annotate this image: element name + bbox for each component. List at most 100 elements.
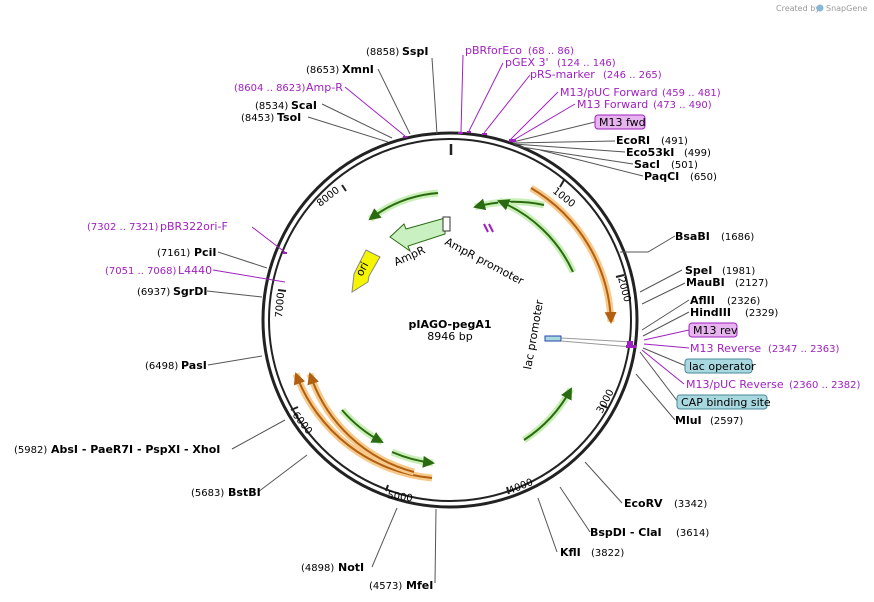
scai-pos: (8534) <box>255 101 288 112</box>
lac-promoter-label: lac promoter <box>521 298 546 370</box>
leader-lines <box>206 54 690 584</box>
hindiii-pos: (2329) <box>745 308 778 319</box>
xmni-name: XmnI <box>342 63 374 76</box>
pbr322ori-f-pos: (7302 .. 7321) <box>87 222 159 233</box>
m13-forward-label[interactable]: M13 Forward (473 .. 490) <box>577 98 712 111</box>
xmni-label[interactable]: (8653) XmnI <box>306 63 374 76</box>
noti-label[interactable]: (4898) NotI <box>301 561 364 574</box>
primer-marks <box>283 131 516 254</box>
tsoi-pos: (8453) <box>241 113 274 124</box>
ecori-pos: (491) <box>661 136 688 147</box>
lac-operator-label[interactable]: lac operator <box>684 358 756 374</box>
ori-feature <box>351 249 381 293</box>
spei-name: SpeI <box>685 264 712 277</box>
tick-label-5000: 5000 <box>387 490 414 504</box>
bspdi-clai-label[interactable]: BspDI - ClaI (3614) <box>590 526 709 539</box>
m13-fwd-label[interactable]: M13 fwd <box>594 114 646 130</box>
saci-label[interactable]: SacI (501) <box>634 158 698 171</box>
mlui-label[interactable]: MluI (2597) <box>675 414 743 427</box>
m13-puc-reverse-pos: (2360 .. 2382) <box>789 380 861 391</box>
ampr-label: AmpR <box>392 243 428 268</box>
tsoi-label[interactable]: (8453) TsoI <box>241 111 301 124</box>
backbone <box>261 131 639 509</box>
tick-label-8000: 8000 <box>315 185 342 209</box>
mfei-label[interactable]: (4573) MfeI <box>369 579 433 592</box>
kfli-label[interactable]: KflI (3822) <box>560 546 624 559</box>
sspi-name: SspI <box>402 45 428 58</box>
cap-binding-site-label[interactable]: CAP binding site <box>676 394 771 410</box>
sgrdi-label[interactable]: (6937) SgrDI <box>137 285 207 298</box>
pasi-label[interactable]: (6498) PasI <box>145 359 207 372</box>
aflii-name: AflII <box>690 294 715 307</box>
pgex3-pos: (124 .. 146) <box>557 58 616 69</box>
spei-label[interactable]: SpeI (1981) <box>685 264 755 277</box>
bsabi-label[interactable]: BsaBI (1686) <box>675 230 754 243</box>
bstbi-label[interactable]: (5683) BstBI <box>191 486 261 499</box>
cap-binding-site-name: CAP binding site <box>681 396 771 409</box>
paqci-pos: (650) <box>690 172 717 183</box>
maubi-pos: (2127) <box>735 278 768 289</box>
l4440-name: L4440 <box>178 264 212 277</box>
m13-reverse-pos: (2347 .. 2363) <box>768 344 840 355</box>
scai-name: ScaI <box>291 99 317 112</box>
l4440-pos: (7051 .. 7068) <box>105 266 177 277</box>
amp-r-pos: (8604 .. 8623) <box>234 83 306 94</box>
ori-label: ori <box>353 260 371 279</box>
aflii-label[interactable]: AflII (2326) <box>690 294 760 307</box>
plasmid-name: pIAGO-pegA1 <box>408 318 491 331</box>
lac-region-marks <box>483 223 636 348</box>
maubi-label[interactable]: MauBI (2127) <box>686 276 768 289</box>
tick-label-2000: 2000 <box>615 276 632 303</box>
kfli-pos: (3822) <box>591 548 624 559</box>
m13-puc-reverse-label[interactable]: M13/pUC Reverse (2360 .. 2382) <box>686 378 861 391</box>
m13-puc-forward-pos: (459 .. 481) <box>662 88 721 99</box>
ecori-label[interactable]: EcoRI (491) <box>616 134 688 147</box>
noti-pos: (4898) <box>301 563 334 574</box>
tick-marks <box>277 179 625 495</box>
bspdi-clai-name: BspDI - ClaI <box>590 526 662 539</box>
bstbi-pos: (5683) <box>191 488 224 499</box>
pcii-pos: (7161) <box>157 248 190 259</box>
ecorv-name: EcoRV <box>624 497 663 510</box>
m13-rev-label[interactable]: M13 rev <box>688 322 738 338</box>
scai-label[interactable]: (8534) ScaI <box>255 99 317 112</box>
m13-reverse-name: M13 Reverse <box>690 342 761 355</box>
eco53ki-pos: (499) <box>684 148 711 159</box>
m13-reverse-label[interactable]: M13 Reverse (2347 .. 2363) <box>690 342 840 355</box>
orange-feature-arc-1 <box>530 187 617 324</box>
maubi-name: MauBI <box>686 276 725 289</box>
sspi-label[interactable]: (8858) SspI <box>366 45 428 58</box>
saci-name: SacI <box>634 158 660 171</box>
pasi-pos: (6498) <box>145 361 178 372</box>
eco53ki-label[interactable]: Eco53kI (499) <box>626 146 711 159</box>
ecorv-pos: (3342) <box>674 499 707 510</box>
kfli-name: KflI <box>560 546 581 559</box>
eco53ki-name: Eco53kI <box>626 146 674 159</box>
paqci-label[interactable]: PaqCI (650) <box>644 170 717 183</box>
pbrforeco-pos: (68 .. 86) <box>528 46 574 57</box>
m13-puc-forward-label[interactable]: M13/pUC Forward (459 .. 481) <box>560 86 721 99</box>
credit-prefix: Created by <box>776 4 820 13</box>
m13-forward-pos: (473 .. 490) <box>653 100 712 111</box>
pcii-label[interactable]: (7161) PciI <box>157 246 216 259</box>
sspi-pos: (8858) <box>366 47 399 58</box>
pbr322ori-f-label[interactable]: (7302 .. 7321) pBR322ori-F <box>87 220 228 233</box>
mlui-pos: (2597) <box>710 416 743 427</box>
green-arrows <box>339 189 577 468</box>
lac-operator-name: lac operator <box>689 360 756 373</box>
mlui-name: MluI <box>675 414 702 427</box>
hindiii-label[interactable]: HindIII (2329) <box>690 306 778 319</box>
absi-xhoi-label[interactable]: (5982) AbsI - PaeR7I - PspXI - XhoI <box>14 443 220 456</box>
amp-r-label[interactable]: (8604 .. 8623) Amp-R <box>234 81 343 94</box>
prs-marker-label[interactable]: pRS-marker (246 .. 265) <box>530 68 662 81</box>
l4440-label[interactable]: (7051 .. 7068) L4440 <box>105 264 212 277</box>
pbrforeco-name: pBRforEco <box>465 44 522 57</box>
hindiii-name: HindIII <box>690 306 731 319</box>
pbrforeco-label[interactable]: pBRforEco (68 .. 86) <box>465 44 574 57</box>
saci-pos: (501) <box>671 160 698 171</box>
ecorv-label[interactable]: EcoRV (3342) <box>624 497 707 510</box>
pgex3-label[interactable]: pGEX 3' (124 .. 146) <box>505 56 616 69</box>
m13-rev-name: M13 rev <box>693 324 738 337</box>
